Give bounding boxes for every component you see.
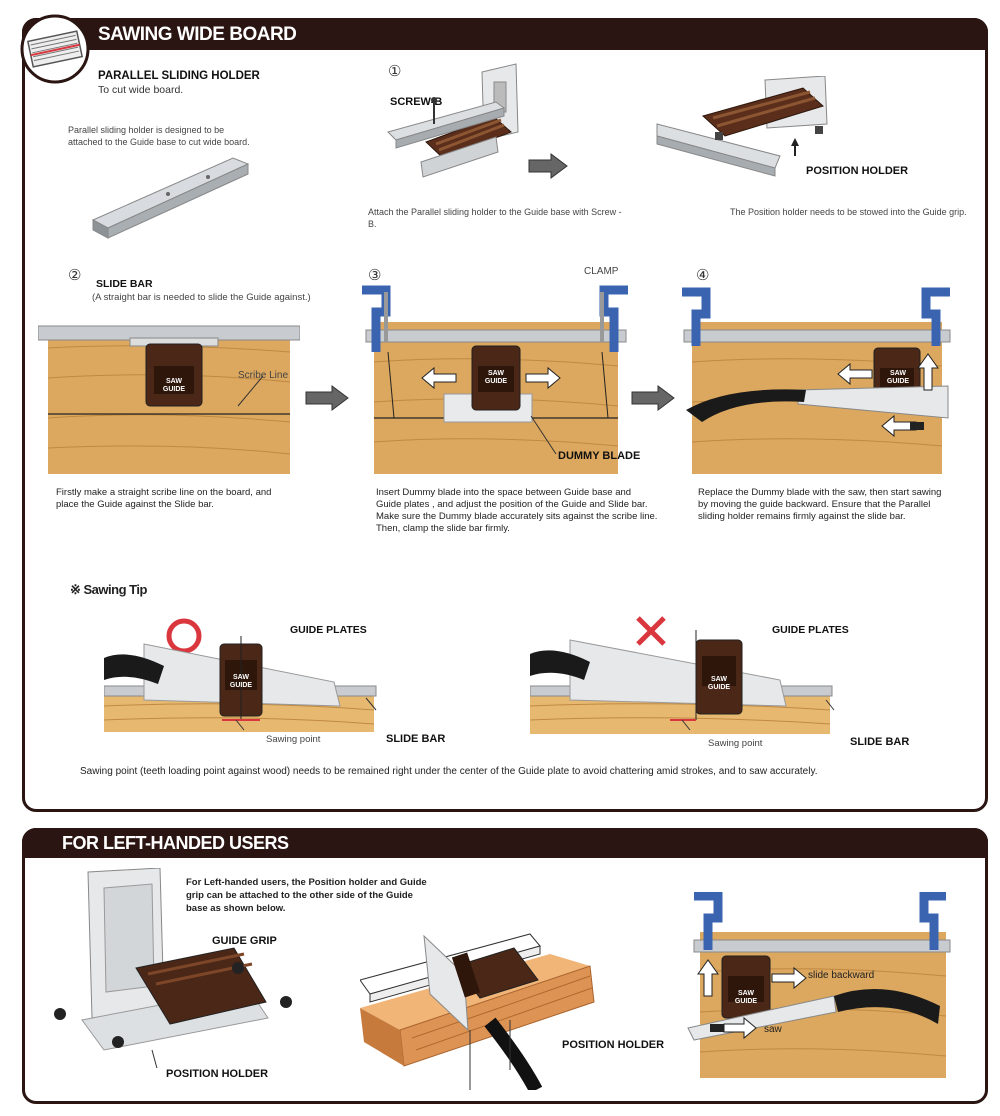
slide-backward-label: slide backward — [808, 970, 875, 981]
section-header-sawing-wide-board: SAWING WIDE BOARD — [22, 18, 988, 50]
step3-guide-text: SAW GUIDE — [472, 370, 520, 386]
position-holder-image — [656, 76, 828, 177]
parallel-holder-image — [91, 157, 250, 239]
left-handed-caption: For Left-handed users, the Position hold… — [186, 877, 427, 914]
left-handed-step-diagram — [687, 892, 951, 1078]
step2-caption: Firstly make a straight scribe line on t… — [56, 487, 272, 510]
position-holder-caption: The Position holder needs to be stowed i… — [730, 207, 967, 217]
parallel-holder-title: PARALLEL SLIDING HOLDER — [98, 70, 260, 82]
step4-number: ④ — [696, 267, 710, 284]
guide-text-line2: GUIDE — [229, 682, 253, 689]
section-title: SAWING WIDE BOARD — [98, 24, 297, 45]
parallel-holder-note: Parallel sliding holder is designed to b… — [68, 125, 250, 147]
step1-caption: Attach the Parallel sliding holder to th… — [368, 207, 622, 229]
guide-text-line2: GUIDE — [484, 378, 508, 385]
guide-text-line1: SAW — [233, 674, 249, 681]
left-handed-guide-text: SAW GUIDE — [722, 990, 770, 1006]
section-header-left-handed: FOR LEFT-HANDED USERS — [22, 828, 988, 858]
sawing-tip-title: ※ Sawing Tip — [70, 582, 147, 597]
guide-text-line2: GUIDE — [707, 684, 731, 691]
left-handed-guide-assembly — [54, 868, 292, 1068]
guide-text-line2: GUIDE — [886, 378, 910, 385]
tip-correct-diagram — [104, 636, 377, 732]
step3-board-diagram — [362, 285, 628, 474]
position-holder-label: POSITION HOLDER — [806, 165, 909, 177]
slide-bar-label: SLIDE BAR — [96, 278, 153, 290]
dummy-blade-label: DUMMY BLADE — [558, 450, 641, 462]
step4-caption: Replace the Dummy blade with the saw, th… — [698, 487, 942, 522]
guide-text-line2: GUIDE — [734, 998, 758, 1005]
tip-sawing-point-correct: Sawing point — [266, 734, 321, 745]
wide-board-icon — [20, 14, 90, 84]
step3-number: ③ — [368, 267, 382, 284]
guide-text-line1: SAW — [890, 370, 906, 377]
tip-guide-plates-label-correct: GUIDE PLATES — [290, 624, 367, 636]
guide-text-line2: GUIDE — [162, 386, 186, 393]
step1-number: ① — [388, 63, 402, 80]
incorrect-cross-icon — [636, 616, 666, 646]
tip-slide-bar-incorrect: SLIDE BAR — [850, 736, 910, 748]
correct-circle-icon — [166, 618, 202, 654]
guide-text-line1: SAW — [488, 370, 504, 377]
slide-bar-sublabel: (A straight bar is needed to slide the G… — [92, 292, 311, 303]
saw-label: saw — [764, 1024, 782, 1035]
parallel-holder-subtitle: To cut wide board. — [98, 84, 184, 96]
section2-title: FOR LEFT-HANDED USERS — [62, 833, 289, 853]
arrow-right-icon — [305, 385, 349, 411]
step2-guide-text: SAW GUIDE — [146, 378, 202, 394]
step2-number: ② — [68, 267, 82, 284]
tip-correct-guide-text: SAW GUIDE — [220, 674, 262, 690]
tip-slide-bar-correct: SLIDE BAR — [386, 733, 446, 745]
guide-text-line1: SAW — [711, 676, 727, 683]
step4-guide-text: SAW GUIDE — [876, 370, 920, 386]
left-position-holder-label: POSITION HOLDER — [166, 1068, 269, 1080]
step4-board-diagram — [682, 287, 951, 474]
arrow-right-icon — [528, 153, 568, 179]
left-handed-sawing-diagram — [360, 933, 595, 1090]
guide-text-line1: SAW — [738, 990, 754, 997]
arrow-right-icon — [631, 385, 675, 411]
scribe-line-label: Scribe Line — [238, 370, 289, 381]
clamp-label: CLAMP — [584, 266, 619, 277]
tip-incorrect-diagram — [530, 630, 835, 734]
guide-grip-label: GUIDE GRIP — [212, 935, 277, 947]
sawing-tip-caption: Sawing point (teeth loading point agains… — [80, 766, 818, 777]
tip-incorrect-guide-text: SAW GUIDE — [696, 676, 742, 692]
tip-sawing-point-incorrect: Sawing point — [708, 738, 763, 749]
step1-guide-assembly — [387, 63, 519, 178]
screw-b-label: SCREW-B — [390, 96, 443, 108]
guide-text-line1: SAW — [166, 378, 182, 385]
step3-caption: Insert Dummy blade into the space betwee… — [376, 487, 658, 534]
middle-position-holder-label: POSITION HOLDER — [562, 1039, 665, 1051]
step2-board-diagram — [38, 325, 300, 474]
tip-guide-plates-label-incorrect: GUIDE PLATES — [772, 624, 849, 636]
